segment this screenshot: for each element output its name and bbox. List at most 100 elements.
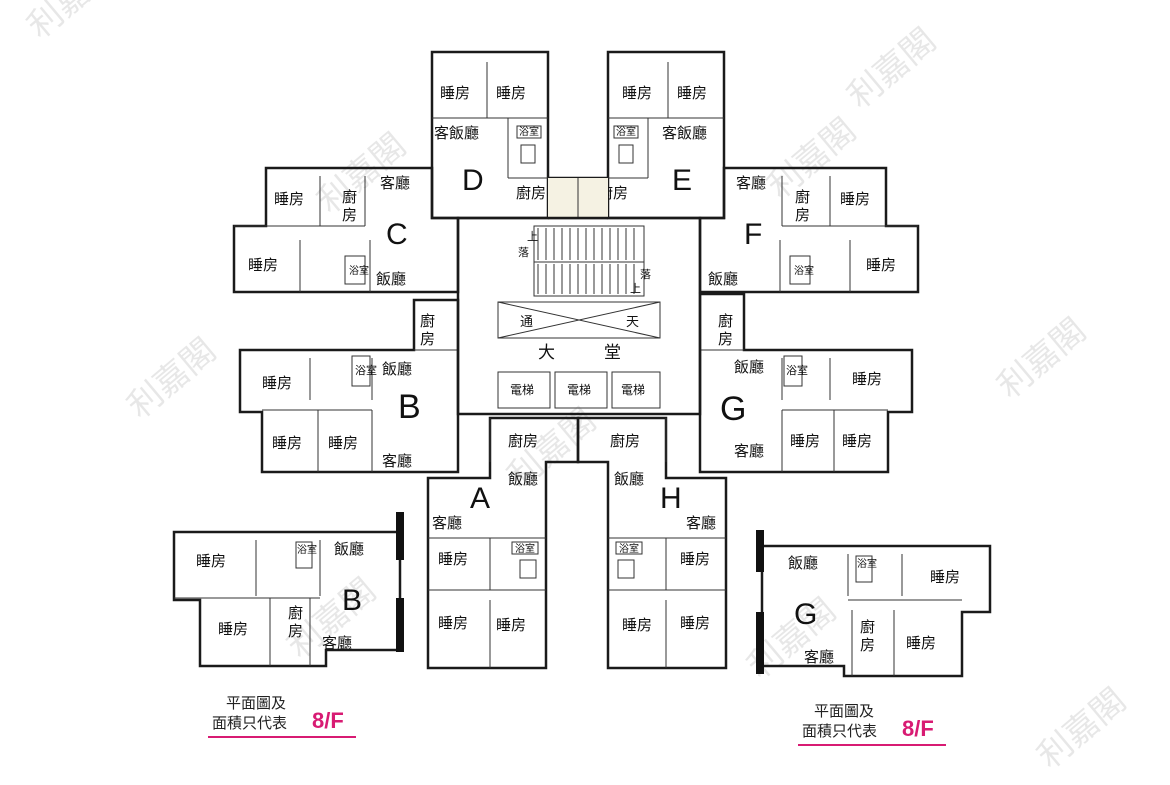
unit-f-kitchen-top: 廚 — [795, 188, 810, 206]
unit-g-8f-kitchen-bottom: 房 — [860, 636, 875, 654]
unit-d-kitchen: 廚房 — [516, 184, 546, 202]
unit-a-bedroom-1: 睡房 — [438, 550, 468, 568]
note-left-line-2: 面積只代表 — [212, 714, 287, 732]
stair-up-1: 上 — [527, 230, 538, 243]
unit-f-kitchen-bottom: 房 — [795, 206, 810, 224]
unit-g-bedroom-2: 睡房 — [790, 432, 820, 450]
unit-f-bedroom-2: 睡房 — [866, 256, 896, 274]
note-left-floor: 8/F — [312, 708, 344, 733]
unit-c-bedroom-1: 睡房 — [274, 190, 304, 208]
lobby-label-right: 堂 — [604, 343, 621, 363]
unit-e-bedroom-1: 睡房 — [622, 84, 652, 102]
unit-b-8f: 睡房 浴室 飯廳 B 睡房 廚 房 客廳 — [172, 512, 404, 668]
unit-d-living-dining: 客飯廳 — [434, 124, 479, 142]
unit-g-kitchen-top: 廚 — [718, 312, 733, 330]
void-label-right: 天 — [626, 315, 639, 330]
unit-g-dining: 飯廳 — [734, 358, 764, 376]
unit-g: 廚 房 飯廳 浴室 睡房 G 客廳 睡房 睡房 — [698, 292, 914, 474]
note-right-line-1: 平面圖及 — [814, 702, 874, 720]
lobby-label-left: 大 — [538, 343, 555, 363]
unit-g-bathroom: 浴室 — [786, 363, 808, 377]
note-left: 平面圖及 面積只代表 8/F — [208, 694, 356, 738]
watermark: 利嘉閣 — [990, 311, 1094, 407]
unit-g-8f-bedroom-1: 睡房 — [930, 568, 960, 586]
note-right-floor: 8/F — [902, 716, 934, 741]
unit-f-living: 客廳 — [736, 174, 766, 192]
unit-b-8f-bathroom: 浴室 — [297, 543, 317, 556]
unit-h-bathroom: 浴室 — [619, 542, 639, 555]
unit-h-kitchen: 廚房 — [610, 432, 640, 450]
unit-c-kitchen-top: 廚 — [342, 188, 357, 206]
lift-1: 電梯 — [510, 383, 534, 397]
unit-b-8f-dining: 飯廳 — [334, 540, 364, 558]
unit-d-bathroom: 浴室 — [519, 125, 539, 138]
lift-2: 電梯 — [567, 383, 591, 397]
unit-g-8f-kitchen-top: 廚 — [860, 618, 875, 636]
unit-b-8f-bedroom-2: 睡房 — [218, 620, 248, 638]
unit-a-label: A — [470, 482, 490, 515]
unit-b-kitchen-top: 廚 — [420, 312, 435, 330]
watermark: 利嘉閣 — [20, 0, 124, 47]
note-right: 平面圖及 面積只代表 8/F — [798, 702, 946, 746]
unit-h-bedroom-1: 睡房 — [680, 550, 710, 568]
unit-a-kitchen: 廚房 — [508, 432, 538, 450]
note-right-line-2: 面積只代表 — [802, 722, 877, 740]
unit-b-label: B — [398, 388, 421, 426]
unit-c-label: C — [386, 218, 408, 251]
unit-g-bedroom-1: 睡房 — [852, 370, 882, 388]
unit-g-8f: 飯廳 浴室 睡房 G 睡房 廚 房 客廳 — [756, 530, 992, 678]
stair-down-2: 落 — [640, 268, 651, 281]
unit-a-living: 客廳 — [432, 514, 462, 532]
void-label-left: 通 — [520, 315, 533, 330]
watermark: 利嘉閣 — [120, 331, 224, 427]
unit-f-bedroom-1: 睡房 — [840, 190, 870, 208]
unit-f-label: F — [744, 218, 762, 251]
unit-g-kitchen-bottom: 房 — [718, 330, 733, 348]
unit-h-living: 客廳 — [686, 514, 716, 532]
unit-f: 客廳 廚 房 睡房 F 飯廳 浴室 睡房 — [698, 166, 920, 294]
watermark: 利嘉閣 — [1030, 681, 1134, 777]
void: 通 天 — [497, 301, 661, 339]
unit-a-bedroom-3: 睡房 — [496, 616, 526, 634]
unit-f-outline — [698, 166, 920, 294]
unit-b-8f-outline — [172, 530, 402, 668]
unit-b-bedroom-3: 睡房 — [328, 434, 358, 452]
unit-b-living: 客廳 — [382, 452, 412, 470]
unit-d-label: D — [462, 164, 484, 197]
unit-e: 睡房 睡房 客飯廳 浴室 E 廚房 — [598, 50, 726, 220]
watermark: 利嘉閣 — [840, 21, 944, 117]
unit-a-bedroom-2: 睡房 — [438, 614, 468, 632]
unit-b-8f-kitchen-top: 廚 — [288, 604, 303, 622]
unit-d-bedroom-1: 睡房 — [440, 84, 470, 102]
unit-b-8f-living: 客廳 — [322, 634, 352, 652]
unit-g-8f-bedroom-2: 睡房 — [906, 634, 936, 652]
unit-b-8f-kitchen-bottom: 房 — [288, 622, 303, 640]
unit-h: 廚房 飯廳 H 客廳 浴室 睡房 睡房 睡房 — [576, 416, 728, 670]
stair-down-1: 落 — [518, 246, 529, 259]
unit-g-8f-outline — [760, 544, 992, 678]
unit-f-bathroom: 浴室 — [794, 264, 814, 277]
unit-b-8f-bedroom-1: 睡房 — [196, 552, 226, 570]
unit-e-bathroom: 浴室 — [616, 125, 636, 138]
stair-up-2: 上 — [630, 282, 641, 295]
lift-3: 電梯 — [621, 383, 645, 397]
unit-g-8f-bathroom: 浴室 — [857, 557, 877, 570]
unit-c-bedroom-2: 睡房 — [248, 256, 278, 274]
unit-c-bathroom: 浴室 — [349, 264, 369, 277]
unit-g-label: G — [720, 390, 746, 428]
unit-b-bathroom: 浴室 — [355, 363, 377, 377]
unit-b-dining: 飯廳 — [382, 360, 412, 378]
unit-g-8f-dining: 飯廳 — [788, 554, 818, 572]
lifts: 電梯 電梯 電梯 — [497, 371, 661, 409]
unit-g-8f-living: 客廳 — [804, 648, 834, 666]
unit-h-label: H — [660, 482, 682, 515]
note-left-line-1: 平面圖及 — [226, 694, 286, 712]
unit-e-living-dining: 客飯廳 — [662, 124, 707, 142]
watermark: 利嘉閣 — [740, 591, 844, 687]
unit-b-8f-label: B — [342, 584, 362, 617]
unit-a-dining: 飯廳 — [508, 470, 538, 488]
staircase: 上 落 落 上 — [518, 225, 651, 297]
unit-c-kitchen-bottom: 房 — [342, 206, 357, 224]
unit-g-bedroom-3: 睡房 — [842, 432, 872, 450]
